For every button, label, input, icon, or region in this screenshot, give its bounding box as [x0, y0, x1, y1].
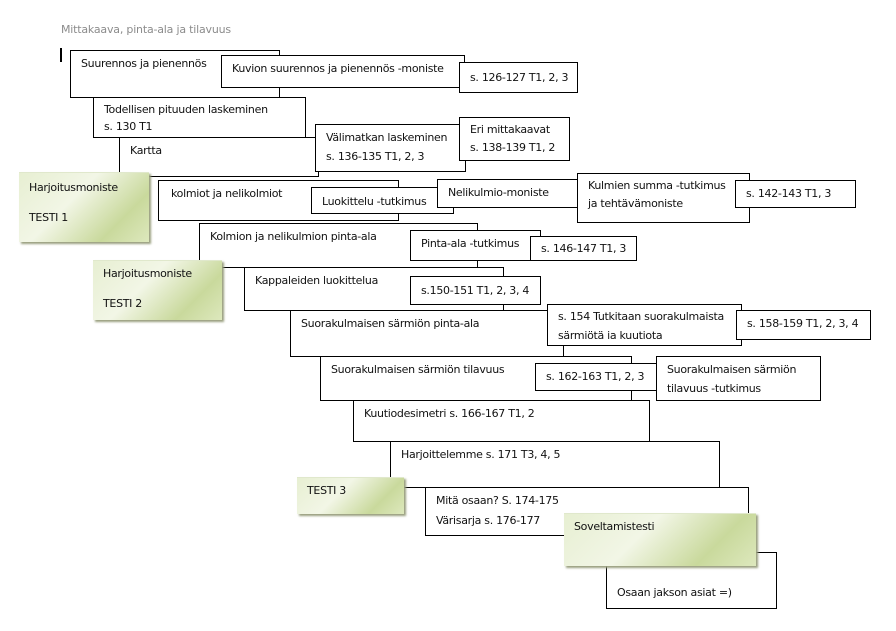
node-label: Pinta-ala -tutkimus — [421, 237, 520, 250]
node-ref: s. 136-135 T1, 2, 3 — [326, 150, 425, 163]
node-ref: s. 138-139 T1, 2 — [470, 141, 556, 154]
node-ref: s. 130 T1 — [104, 120, 153, 133]
node-label: s.150-151 T1, 2, 3, 4 — [421, 284, 530, 297]
node-label: s. 142-143 T1, 3 — [746, 187, 832, 200]
node-label: Soveltamistesti — [574, 520, 655, 533]
node-label: Harjoittelemme s. 171 T3, 4, 5 — [401, 448, 561, 461]
node-label: Suorakulmaisen särmiön tilavuus — [331, 363, 505, 376]
node-label: Kuutiodesimetri s. 166-167 T1, 2 — [364, 407, 535, 420]
node-label-2: särmiötä ia kuutiota — [558, 329, 663, 342]
node-label: Mitä osaan? S. 174-175 — [436, 494, 559, 507]
node-label-2: TESTI 2 — [103, 297, 143, 310]
node-label: Suorakulmaisen särmiön — [667, 363, 797, 376]
node-label: Suurennos ja pienennös — [81, 57, 207, 70]
node-kulmien-summa[interactable]: Kulmien summa -tutkimus ja tehtävämoniste — [577, 173, 750, 223]
node-label: Suorakulmaisen särmiön pinta-ala — [301, 317, 480, 330]
node-valimatkan[interactable]: Välimatkan laskeminen s. 136-135 T1, 2, 3 — [315, 124, 466, 172]
node-soveltamistesti[interactable]: Soveltamistesti — [564, 513, 756, 566]
node-label: Nelikulmio-moniste — [448, 186, 549, 199]
node-label: TESTI 3 — [307, 484, 347, 497]
node-label: Eri mittakaavat — [470, 123, 550, 136]
node-s158[interactable]: s. 158-159 T1, 2, 3, 4 — [736, 310, 871, 340]
node-label: Harjoitusmoniste — [103, 267, 192, 280]
node-label: Kuvion suurennos ja pienennös -moniste — [232, 62, 444, 75]
node-label: s. 158-159 T1, 2, 3, 4 — [747, 317, 859, 330]
node-label: s. 154 Tutkitaan suorakulmaista — [558, 310, 724, 323]
node-label: s. 162-163 T1, 2, 3 — [546, 370, 645, 383]
node-pinta-ala-tutkimus[interactable]: Pinta-ala -tutkimus — [410, 230, 541, 261]
node-s154-tutkitaan[interactable]: s. 154 Tutkitaan suorakulmaista särmiötä … — [547, 304, 742, 346]
node-kuvion-moniste[interactable]: Kuvion suurennos ja pienennös -moniste — [221, 55, 465, 88]
node-label: s. 146-147 T1, 3 — [541, 242, 627, 255]
node-testi3[interactable]: TESTI 3 — [297, 477, 404, 514]
node-eri-mittakaavat[interactable]: Eri mittakaavat s. 138-139 T1, 2 — [459, 117, 570, 161]
node-label: Kappaleiden luokittelua — [255, 274, 379, 287]
node-label: Kartta — [130, 144, 162, 157]
node-label: Osaan jakson asiat =) — [617, 586, 732, 599]
node-label: Välimatkan laskeminen — [326, 131, 448, 144]
node-s142[interactable]: s. 142-143 T1, 3 — [735, 180, 856, 208]
node-label: Harjoitusmoniste — [29, 181, 118, 194]
node-s126[interactable]: s. 126-127 T1, 2, 3 — [459, 62, 578, 93]
node-todellisen-pituus[interactable]: Todellisen pituuden laskeminen s. 130 T1 — [93, 97, 306, 138]
node-label-2: ja tehtävämoniste — [588, 197, 683, 210]
text-cursor — [60, 48, 62, 62]
node-kartta[interactable]: Kartta — [119, 137, 319, 177]
node-label: Todellisen pituuden laskeminen — [104, 103, 268, 116]
node-tilavuus-tutkimus[interactable]: Suorakulmaisen särmiön tilavuus -tutkimus — [656, 356, 821, 401]
diagram-title: Mittakaava, pinta-ala ja tilavuus — [61, 23, 231, 36]
node-s162[interactable]: s. 162-163 T1, 2, 3 — [535, 363, 658, 391]
node-label-2: TESTI 1 — [29, 211, 69, 224]
node-label: Luokittelu -tutkimus — [322, 195, 427, 208]
node-nelikulmio-moniste[interactable]: Nelikulmio-moniste — [437, 179, 580, 208]
node-s146[interactable]: s. 146-147 T1, 3 — [530, 236, 637, 261]
node-luokittelu-tutkimus[interactable]: Luokittelu -tutkimus — [311, 187, 454, 214]
node-label: Kolmion ja nelikulmion pinta-ala — [210, 230, 377, 243]
node-label-2: tilavuus -tutkimus — [667, 382, 761, 395]
node-s150[interactable]: s.150-151 T1, 2, 3, 4 — [410, 276, 541, 305]
node-label: kolmiot ja nelikolmiot — [171, 187, 283, 200]
node-label: s. 126-127 T1, 2, 3 — [470, 71, 569, 84]
node-harjoittelemme[interactable]: Harjoittelemme s. 171 T3, 4, 5 — [390, 441, 720, 488]
node-label: Kulmien summa -tutkimus — [588, 179, 726, 192]
node-label-2: Värisarja s. 176-177 — [436, 514, 540, 527]
node-kuutiodesimetri[interactable]: Kuutiodesimetri s. 166-167 T1, 2 — [353, 400, 650, 442]
node-suorakulmaisen-pinta-ala[interactable]: Suorakulmaisen särmiön pinta-ala — [290, 310, 564, 357]
